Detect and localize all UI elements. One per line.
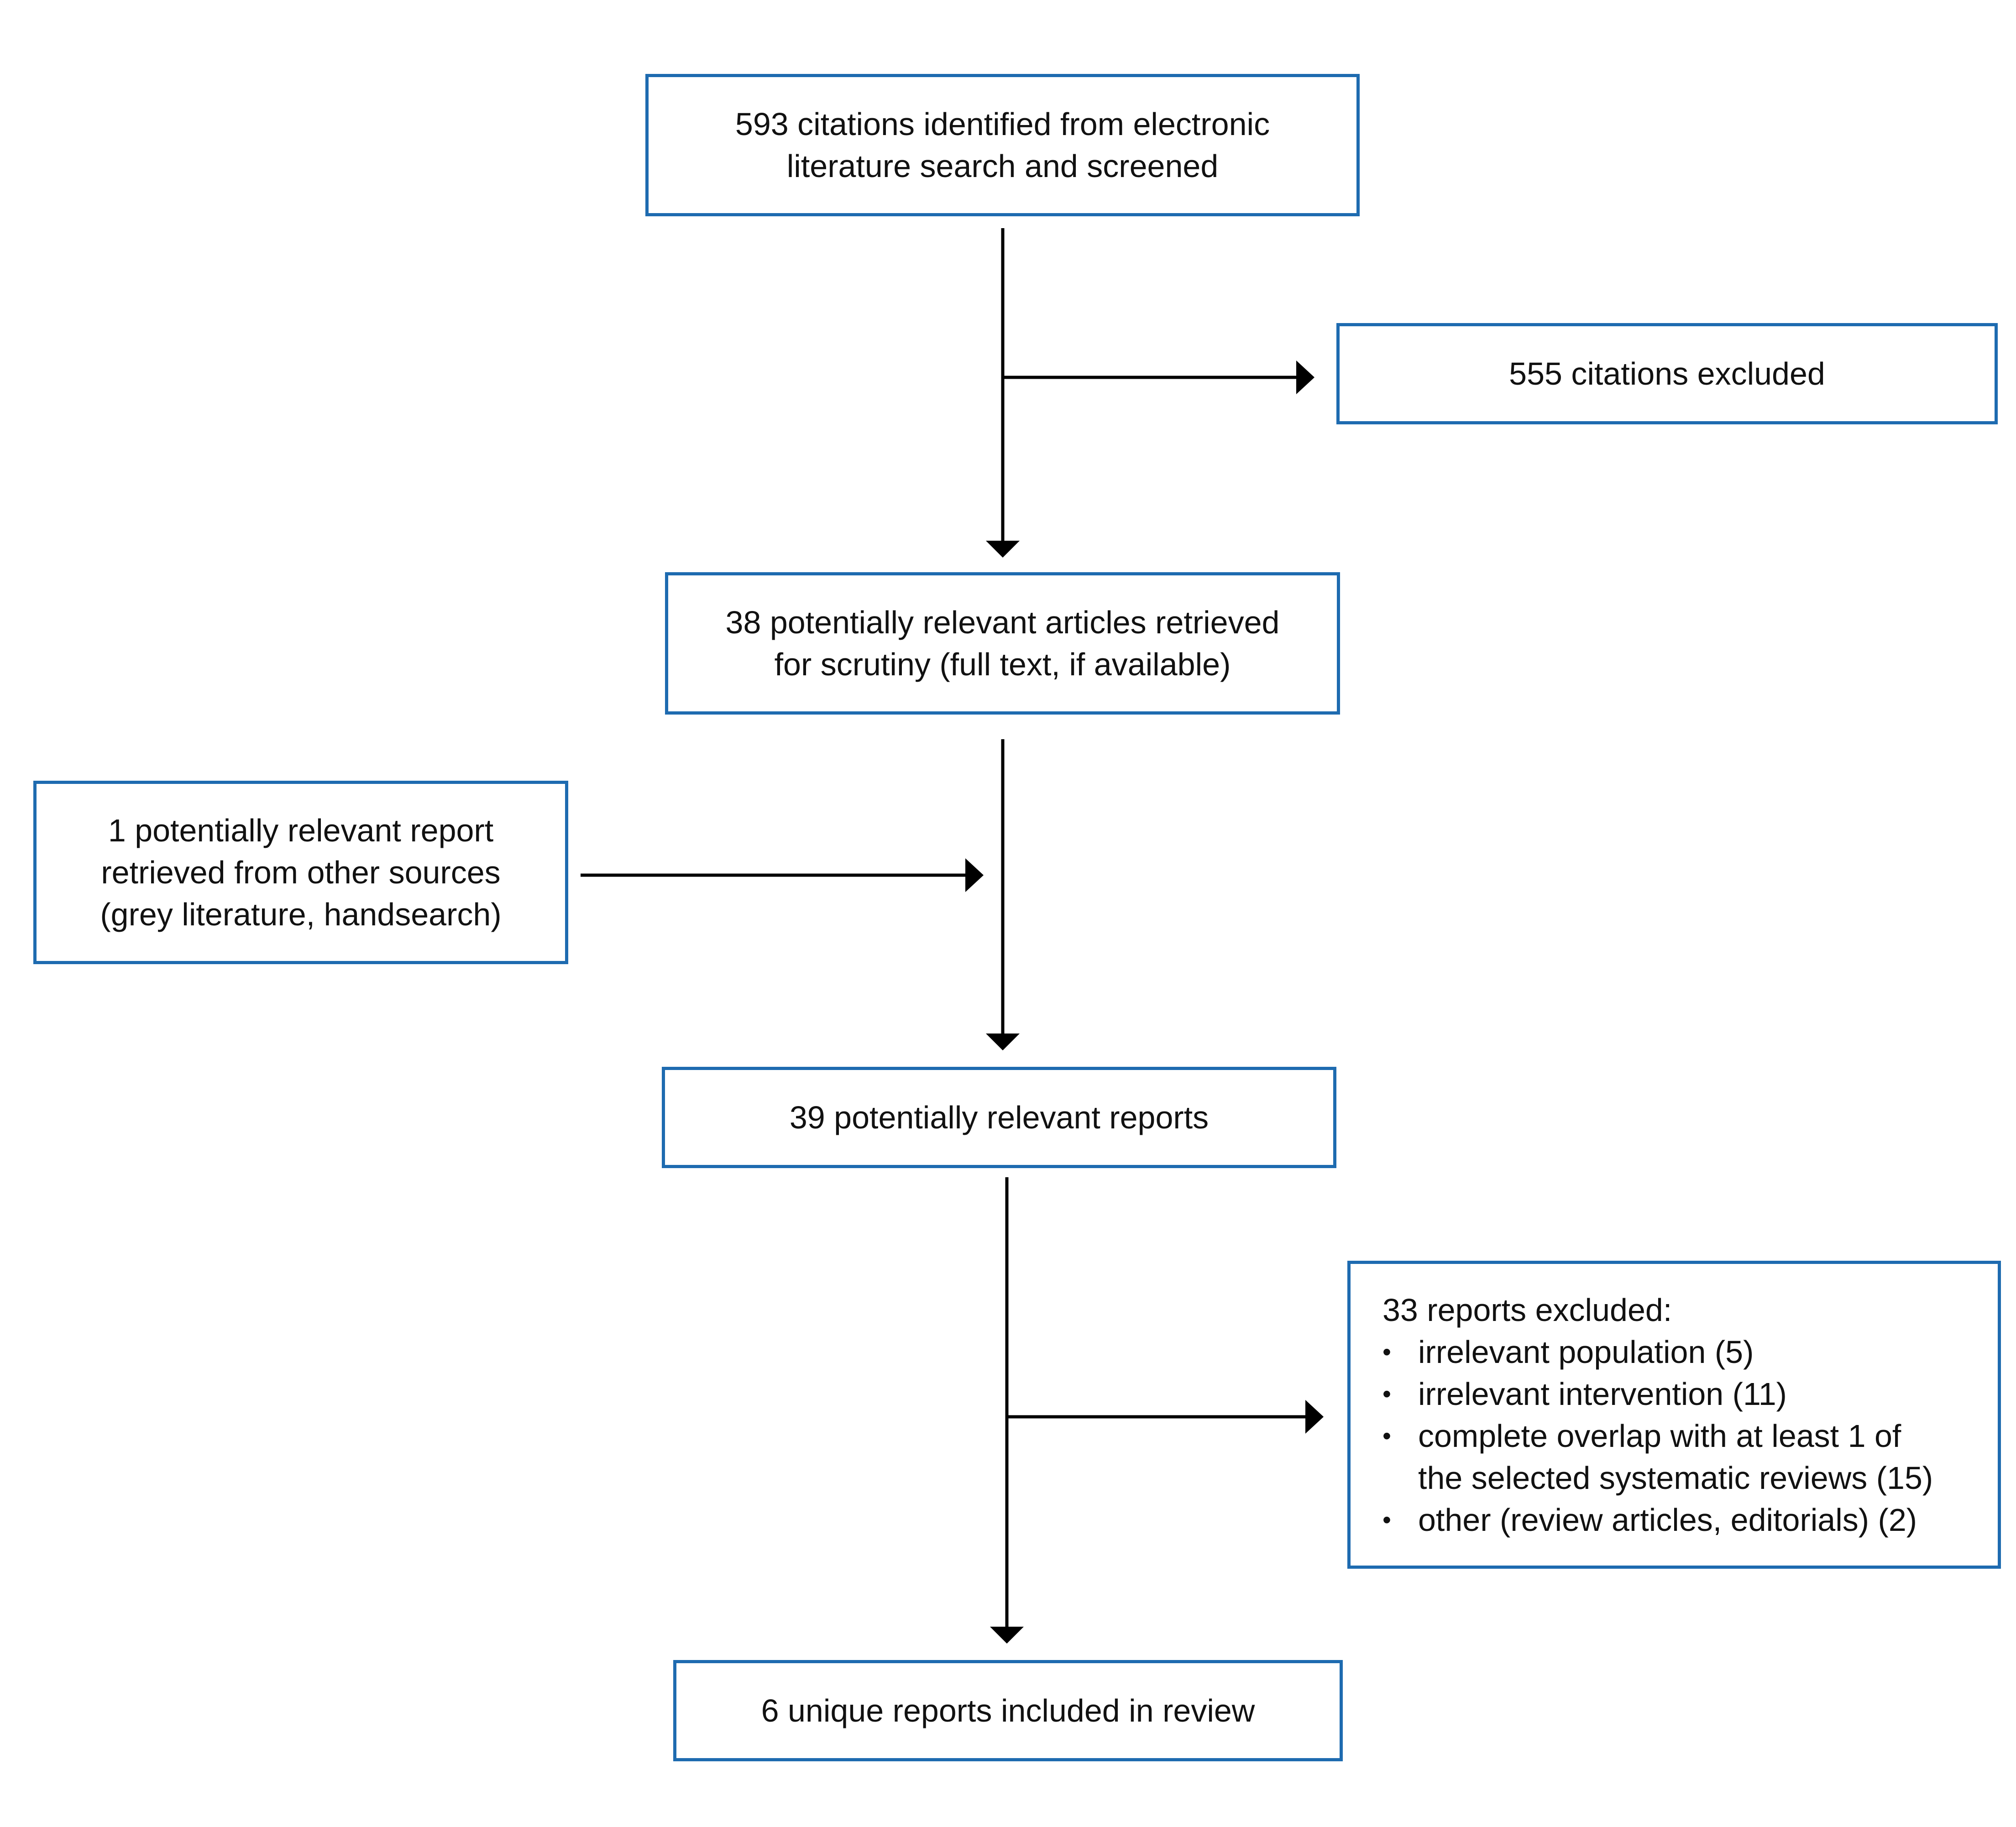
box-text-line: 1 potentially relevant report — [108, 813, 494, 848]
box-citations-identified: 593 citations identified from electronic… — [645, 74, 1360, 216]
exclusion-reason: irrelevant intervention (11) — [1382, 1373, 1933, 1415]
exclusion-reason: other (review articles, editorials) (2) — [1382, 1499, 1933, 1541]
arrowhead-down-retrieved — [986, 541, 1020, 558]
arrowhead-right-other-sources — [965, 858, 984, 892]
box-text-line: 39 potentially relevant reports — [789, 1100, 1209, 1135]
box-text-line: for scrutiny (full text, if available) — [774, 647, 1231, 682]
box-text-line: 6 unique reports included in review — [761, 1693, 1255, 1728]
box-other-sources: 1 potentially relevant report retrieved … — [33, 781, 568, 964]
arrowhead-down-relevant — [986, 1034, 1020, 1050]
box-reports-excluded: 33 reports excluded: irrelevant populati… — [1347, 1261, 2001, 1569]
exclusion-reason: irrelevant population (5) — [1382, 1331, 1933, 1373]
box-text-line: literature search and screened — [786, 148, 1219, 184]
box-text-line: 555 citations excluded — [1509, 356, 1825, 392]
arrowhead-right-excluded-reports — [1305, 1400, 1324, 1434]
box-citations-excluded: 555 citations excluded — [1336, 323, 1998, 424]
box-text-line: retrieved from other sources — [101, 855, 501, 890]
arrowhead-right-excluded-citations — [1296, 360, 1314, 394]
box-text-line: 38 potentially relevant articles retriev… — [725, 605, 1280, 640]
arrowhead-down-included — [990, 1627, 1024, 1644]
box-text-line: 593 citations identified from electronic — [735, 106, 1270, 142]
box-articles-retrieved: 38 potentially relevant articles retriev… — [665, 572, 1340, 715]
box-reports-included: 6 unique reports included in review — [673, 1660, 1343, 1761]
excluded-reports-heading: 33 reports excluded: — [1382, 1292, 1672, 1328]
box-text-line: (grey literature, handsearch) — [100, 897, 502, 932]
exclusion-reason: complete overlap with at least 1 of the … — [1382, 1415, 1933, 1499]
box-relevant-reports: 39 potentially relevant reports — [662, 1067, 1336, 1168]
exclusion-reasons-list: irrelevant population (5) irrelevant int… — [1382, 1331, 1933, 1541]
